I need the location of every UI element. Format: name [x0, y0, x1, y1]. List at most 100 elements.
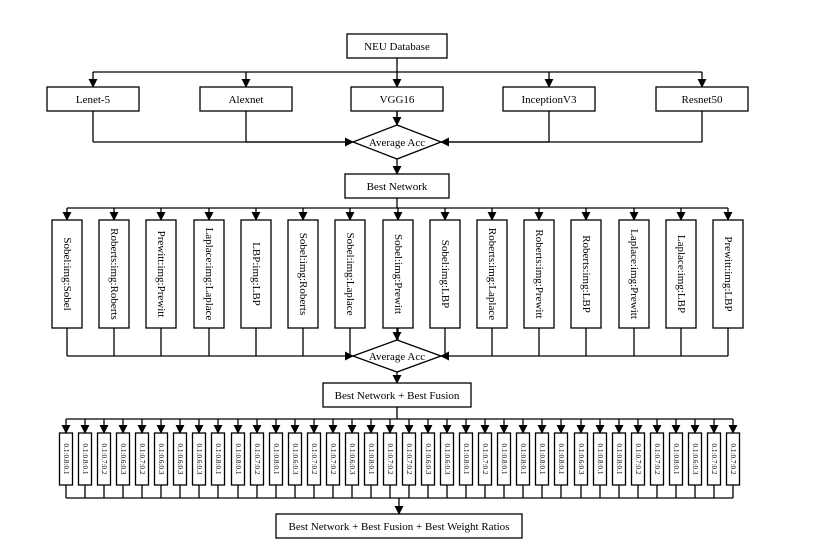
fusion-node: Roberts:img:LBP — [570, 219, 602, 329]
weight-ratio-label: 0.1:0.6:0.3 — [424, 444, 432, 475]
network-node: InceptionV3 — [502, 86, 596, 112]
best-network-label: Best Network — [367, 181, 428, 193]
fusion-node: Sobel:img:Roberts — [287, 219, 319, 329]
weight-ratio-node: 0.1:0.7:0.2 — [306, 432, 322, 486]
network-label: InceptionV3 — [522, 94, 577, 106]
network-label: Lenet-5 — [76, 94, 111, 106]
weight-ratio-node: 0.1:0.6:0.3 — [287, 432, 303, 486]
weight-ratio-node: 0.1:0.8:0.1 — [230, 432, 246, 486]
network-label: Resnet50 — [682, 94, 723, 106]
weight-ratio-label: 0.1:0.7:0.2 — [634, 444, 642, 475]
weight-ratio-node: 0.1:0.8:0.1 — [534, 432, 550, 486]
weight-ratio-node: 0.1:0.7:0.2 — [649, 432, 665, 486]
weight-ratio-label: 0.1:0.6:0.3 — [577, 444, 585, 475]
weight-ratio-label: 0.1:0.6:0.3 — [691, 444, 699, 475]
weight-ratio-label: 0.1:0.8:0.1 — [62, 444, 70, 475]
fusion-label: LBP:img:LBP — [250, 242, 262, 306]
fusion-node: Roberts:img:Laplace — [476, 219, 508, 329]
average-acc-label-2: Average Acc — [369, 351, 425, 363]
network-label: VGG16 — [380, 94, 415, 106]
fusion-node: Sobel:img:Sobel — [51, 219, 83, 329]
best-network-node: Best Network — [344, 173, 450, 199]
fusion-label: Sobel:img:Sobel — [61, 237, 73, 310]
weight-ratio-node: 0.1:0.8:0.1 — [592, 432, 608, 486]
weight-ratio-node: 0.1:0.7:0.2 — [96, 432, 112, 486]
weight-ratio-node: 0.1:0.6:0.3 — [115, 432, 131, 486]
fusion-node: Roberts:img:Roberts — [98, 219, 130, 329]
weight-ratio-label: 0.1:0.8:0.1 — [672, 444, 680, 475]
database-label: NEU Database — [364, 41, 430, 53]
weight-ratio-label: 0.1:0.7:0.2 — [386, 444, 394, 475]
fusion-node: Sobel:img:Laplace — [334, 219, 366, 329]
weight-ratio-node: 0.1:0.6:0.3 — [420, 432, 436, 486]
fusion-label: Sobel:img:Prewitt — [392, 234, 404, 314]
fusion-label: Laplace:img:LBP — [675, 235, 687, 313]
weight-ratio-label: 0.1:0.7:0.2 — [329, 444, 337, 475]
weight-ratio-node: 0.1:0.6:0.3 — [687, 432, 703, 486]
weight-ratio-node: 0.1:0.8:0.1 — [668, 432, 684, 486]
fusion-node: Laplace:img:Prewitt — [618, 219, 650, 329]
weight-ratio-node: 0.1:0.6:0.3 — [172, 432, 188, 486]
weight-ratio-label: 0.1:0.7:0.2 — [653, 444, 661, 475]
fusion-label: Prewitt:img:Prewitt — [155, 231, 167, 318]
weight-ratio-label: 0.1:0.7:0.2 — [710, 444, 718, 475]
fusion-label: Roberts:img:Laplace — [486, 228, 498, 320]
network-label: Alexnet — [229, 94, 264, 106]
weight-ratio-label: 0.1:0.8:0.1 — [615, 444, 623, 475]
weight-ratio-label: 0.1:0.7:0.2 — [253, 444, 261, 475]
database-node: NEU Database — [346, 33, 448, 59]
fusion-row: Sobel:img:Sobel Roberts:img:Roberts Prewit… — [51, 219, 744, 329]
final-label: Best Network + Best Fusion + Best Weight… — [289, 521, 510, 533]
weight-ratio-node: 0.1:0.8:0.1 — [515, 432, 531, 486]
weight-ratio-node: 0.1:0.7:0.2 — [134, 432, 150, 486]
weight-ratio-node: 0.1:0.6:0.3 — [191, 432, 207, 486]
weight-ratio-label: 0.1:0.7:0.2 — [310, 444, 318, 475]
fusion-label: Roberts:img:Roberts — [108, 228, 120, 320]
weight-ratio-node: 0.1:0.6:0.3 — [573, 432, 589, 486]
weight-ratio-node: 0.1:0.7:0.2 — [477, 432, 493, 486]
fusion-node: Prewitt:img:LBP — [712, 219, 744, 329]
weight-ratio-label: 0.1:0.8:0.1 — [81, 444, 89, 475]
fusion-label: Roberts:img:LBP — [580, 235, 592, 313]
weight-ratio-node: 0.1:0.7:0.2 — [725, 432, 741, 486]
average-acc-label-1: Average Acc — [369, 137, 425, 149]
weight-ratio-label: 0.1:0.8:0.1 — [367, 444, 375, 475]
fusion-node: Laplace:img:LBP — [665, 219, 697, 329]
weight-ratio-label: 0.1:0.7:0.2 — [405, 444, 413, 475]
connector-lines — [61, 58, 738, 515]
weight-ratio-node: 0.1:0.8:0.1 — [58, 432, 74, 486]
fusion-node: Roberts:img:Prewitt — [523, 219, 555, 329]
network-node: VGG16 — [350, 86, 444, 112]
weight-ratio-node: 0.1:0.8:0.1 — [611, 432, 627, 486]
weight-ratio-node: 0.1:0.8:0.1 — [553, 432, 569, 486]
weight-ratio-label: 0.1:0.8:0.1 — [519, 444, 527, 475]
best-network-fusion-label: Best Network + Best Fusion — [335, 390, 460, 402]
best-network-fusion-node: Best Network + Best Fusion — [322, 382, 472, 408]
fusion-node: Sobel:img:LBP — [429, 219, 461, 329]
fusion-label: Laplace:img:Prewitt — [628, 229, 640, 319]
average-acc-decision-2: Average Acc — [351, 339, 443, 373]
weight-ratio-node: 0.1:0.6:0.3 — [344, 432, 360, 486]
weight-ratio-node: 0.1:0.8:0.1 — [77, 432, 93, 486]
network-node: Resnet50 — [655, 86, 749, 112]
weight-ratio-node: 0.1:0.8:0.1 — [210, 432, 226, 486]
weight-ratio-label: 0.1:0.6:0.3 — [348, 444, 356, 475]
fusion-label: Sobel:img:LBP — [439, 240, 451, 308]
fusion-label: Laplace:img:Laplace — [203, 228, 215, 321]
weight-ratio-node: 0.1:0.8:0.1 — [496, 432, 512, 486]
weight-ratio-label: 0.1:0.8:0.1 — [538, 444, 546, 475]
weight-ratio-label: 0.1:0.7:0.2 — [100, 444, 108, 475]
weight-ratio-label: 0.1:0.8:0.1 — [596, 444, 604, 475]
weight-ratio-node: 0.1:0.7:0.2 — [249, 432, 265, 486]
weight-ratio-label: 0.1:0.6:0.3 — [157, 444, 165, 475]
weight-ratio-label: 0.1:0.6:0.3 — [119, 444, 127, 475]
weight-ratio-node: 0.1:0.7:0.2 — [382, 432, 398, 486]
network-node: Lenet-5 — [46, 86, 140, 112]
weight-ratio-node: 0.1:0.8:0.1 — [363, 432, 379, 486]
fusion-label: Prewitt:img:LBP — [722, 236, 734, 311]
weight-ratio-node: 0.1:0.6:0.3 — [153, 432, 169, 486]
fusion-label: Sobel:img:Laplace — [344, 232, 356, 315]
weight-ratio-label: 0.1:0.8:0.1 — [234, 444, 242, 475]
